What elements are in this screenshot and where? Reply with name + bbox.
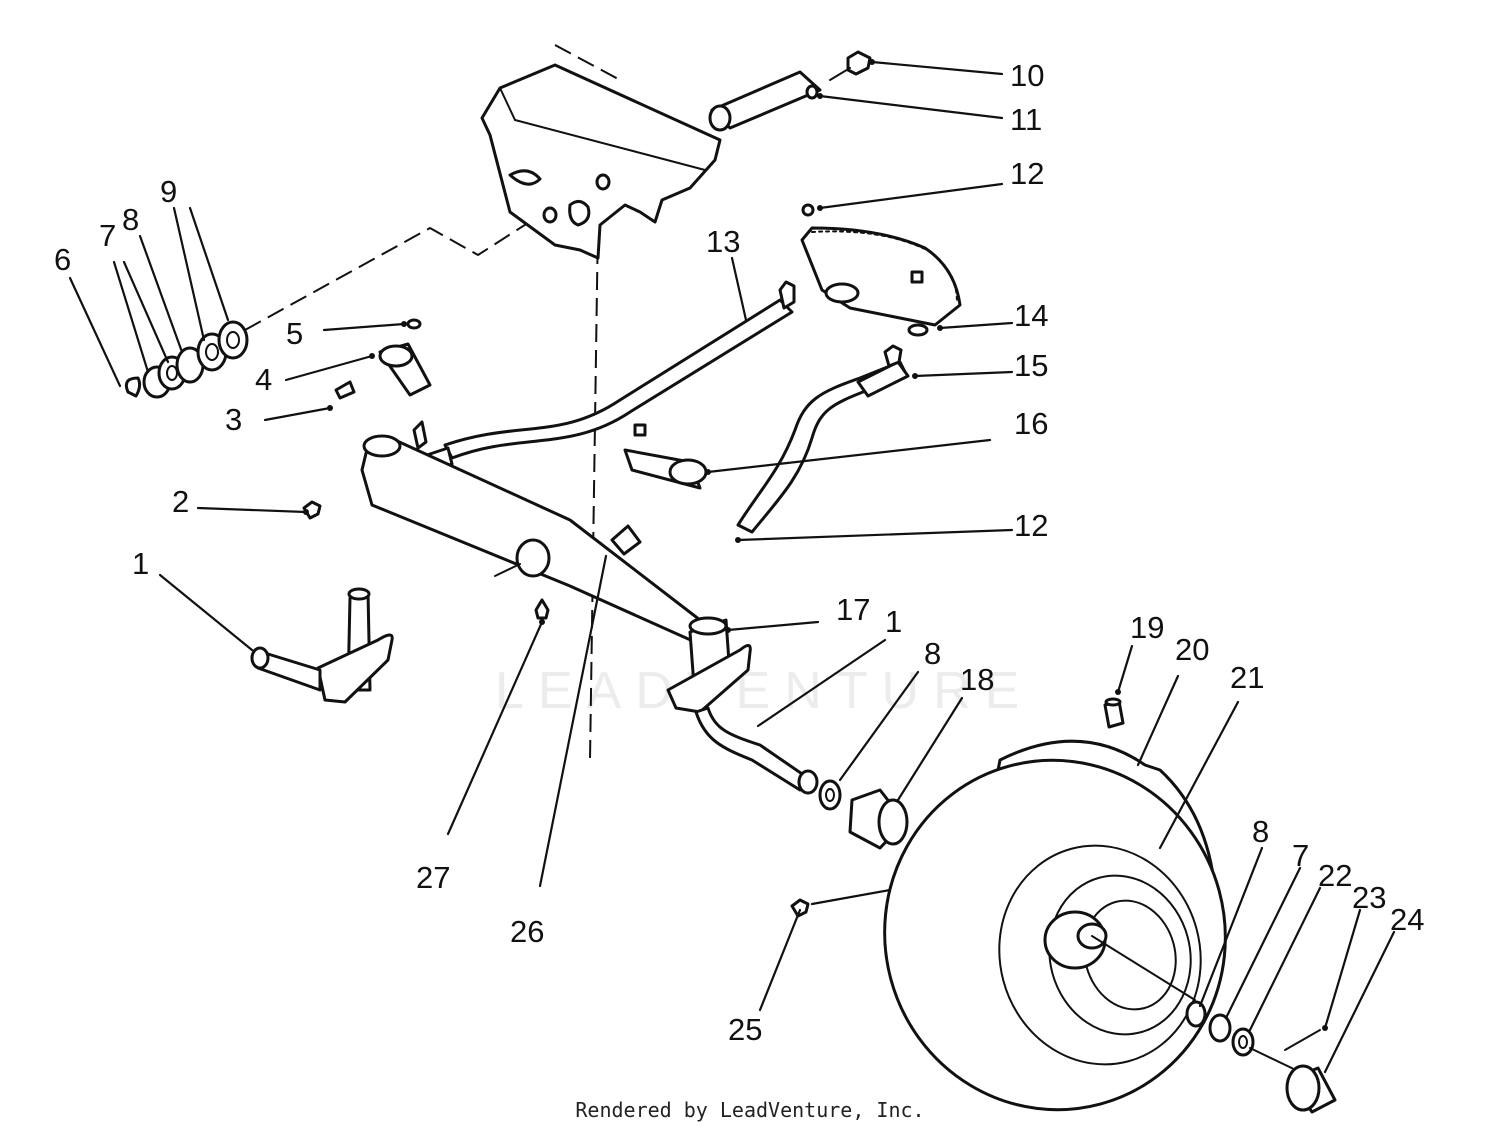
steering-arm-left <box>334 318 432 450</box>
callout-14: 14 <box>1014 298 1048 333</box>
steering-arm <box>610 423 708 556</box>
steering-shaft-pin <box>708 50 872 132</box>
hub-hardware <box>790 898 1337 1114</box>
callout-21: 21 <box>1230 660 1264 695</box>
callout-7-left: 7 <box>99 218 116 253</box>
callout-18: 18 <box>960 662 994 697</box>
callout-12-bottom: 12 <box>1014 508 1048 543</box>
callout-5: 5 <box>286 316 303 351</box>
callout-2: 2 <box>172 484 189 519</box>
callout-8-left: 8 <box>122 202 139 237</box>
callout-27: 27 <box>416 860 450 895</box>
callout-24: 24 <box>1390 902 1424 937</box>
callout-numbers: 10 11 12 13 14 15 16 12 17 1 8 18 19 20 … <box>54 58 1424 1047</box>
footer-credit: Rendered by LeadVenture, Inc. <box>575 1098 925 1122</box>
assembly-guide-lines <box>244 44 621 761</box>
sector-gear <box>800 203 962 337</box>
spindle-left <box>250 587 394 704</box>
callout-10: 10 <box>1010 58 1044 93</box>
callout-1-left: 1 <box>132 546 149 581</box>
callout-16: 16 <box>1014 406 1048 441</box>
callout-7-hub: 7 <box>1292 838 1309 873</box>
callout-8-spacer: 8 <box>924 636 941 671</box>
callout-23: 23 <box>1352 880 1386 915</box>
callout-8-hub: 8 <box>1252 814 1269 849</box>
callout-26: 26 <box>510 914 544 949</box>
callout-22: 22 <box>1318 858 1352 893</box>
callout-3: 3 <box>225 402 242 437</box>
wheel-and-tire <box>883 697 1227 1112</box>
callout-15: 15 <box>1014 348 1048 383</box>
tie-rod <box>736 344 910 534</box>
washer-stack <box>124 320 249 399</box>
spacer-and-washer <box>818 779 909 850</box>
callout-4: 4 <box>255 362 272 397</box>
callout-19: 19 <box>1130 610 1164 645</box>
callout-9: 9 <box>160 174 177 209</box>
callout-13: 13 <box>706 224 740 259</box>
callout-20: 20 <box>1175 632 1209 667</box>
spindle-right <box>666 616 819 795</box>
callout-11: 11 <box>1010 102 1042 137</box>
frame-bracket <box>480 63 722 260</box>
callout-6: 6 <box>54 242 71 277</box>
callout-25: 25 <box>728 1012 762 1047</box>
callout-12-top: 12 <box>1010 156 1044 191</box>
callout-1-right: 1 <box>885 604 902 639</box>
callout-17: 17 <box>836 592 870 627</box>
leader-lines <box>68 59 1396 1074</box>
drag-link <box>410 280 796 478</box>
